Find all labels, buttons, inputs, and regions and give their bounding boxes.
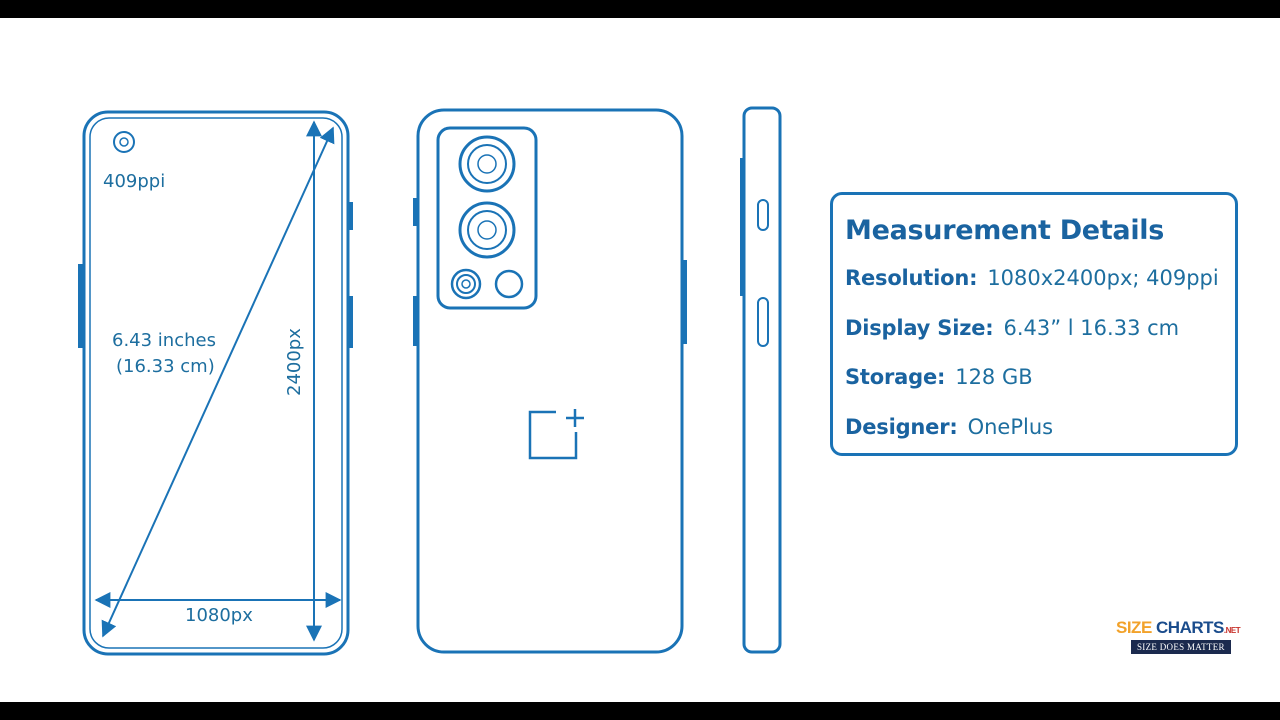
height-px-label: 2400px xyxy=(284,326,305,398)
detail-key: Storage: xyxy=(845,365,946,389)
detail-row-designer: Designer: OnePlus xyxy=(845,415,1053,439)
detail-row-resolution: Resolution: 1080x2400px; 409ppi xyxy=(845,266,1219,290)
main-camera-lens-icon xyxy=(458,135,516,193)
side-view xyxy=(740,106,782,654)
sizecharts-logo[interactable]: SIZE CHARTS.NET SIZE DOES MATTER xyxy=(1116,618,1256,660)
back-left-button-bottom xyxy=(413,296,418,346)
detail-key: Display Size: xyxy=(845,316,994,340)
detail-row-storage: Storage: 128 GB xyxy=(845,365,1033,389)
ultrawide-camera-lens-icon xyxy=(458,201,516,259)
oneplus-logo-icon xyxy=(528,409,584,460)
side-inner-bar xyxy=(740,158,745,296)
logo-tagline: SIZE DOES MATTER xyxy=(1131,640,1231,654)
detail-key: Designer: xyxy=(845,415,958,439)
camera-module xyxy=(436,126,538,310)
ppi-label: 409ppi xyxy=(103,171,166,192)
side-slot-top xyxy=(757,199,769,231)
back-left-button-top xyxy=(413,198,418,226)
macro-camera-lens-icon xyxy=(450,268,482,300)
detail-value: 6.43” l 16.33 cm xyxy=(1003,316,1180,340)
flash-icon xyxy=(494,269,524,299)
front-outer-frame xyxy=(82,110,350,656)
detail-value: 128 GB xyxy=(955,365,1033,389)
back-outer-frame xyxy=(416,108,684,654)
logo-wordmark: SIZE CHARTS.NET xyxy=(1116,618,1241,637)
front-camera-icon xyxy=(113,131,135,153)
diagonal-cm-label: (16.33 cm) xyxy=(116,356,215,377)
detail-key: Resolution: xyxy=(845,266,978,290)
right-side-button-bottom xyxy=(349,296,353,348)
front-view xyxy=(78,110,353,656)
diagram-canvas: 409ppi 6.43 inches (16.33 cm) 1080px 240… xyxy=(0,18,1280,702)
back-view xyxy=(413,108,687,654)
side-slot-bottom xyxy=(757,297,769,347)
width-px-label: 1080px xyxy=(183,605,255,626)
side-outer-frame xyxy=(742,106,782,654)
detail-value: 1080x2400px; 409ppi xyxy=(987,266,1219,290)
right-side-button-top xyxy=(349,202,353,230)
front-screen xyxy=(89,117,343,649)
detail-value: OnePlus xyxy=(967,415,1054,439)
left-side-button xyxy=(78,264,83,348)
diagonal-inches-label: 6.43 inches xyxy=(112,330,216,351)
back-right-button xyxy=(682,260,687,344)
measurement-details-card: Measurement Details Resolution: 1080x2400… xyxy=(830,192,1238,456)
details-title: Measurement Details xyxy=(845,215,1165,246)
phone-outlines xyxy=(78,106,782,656)
diagonal-arrow xyxy=(101,126,335,638)
detail-row-display-size: Display Size: 6.43” l 16.33 cm xyxy=(845,316,1179,340)
